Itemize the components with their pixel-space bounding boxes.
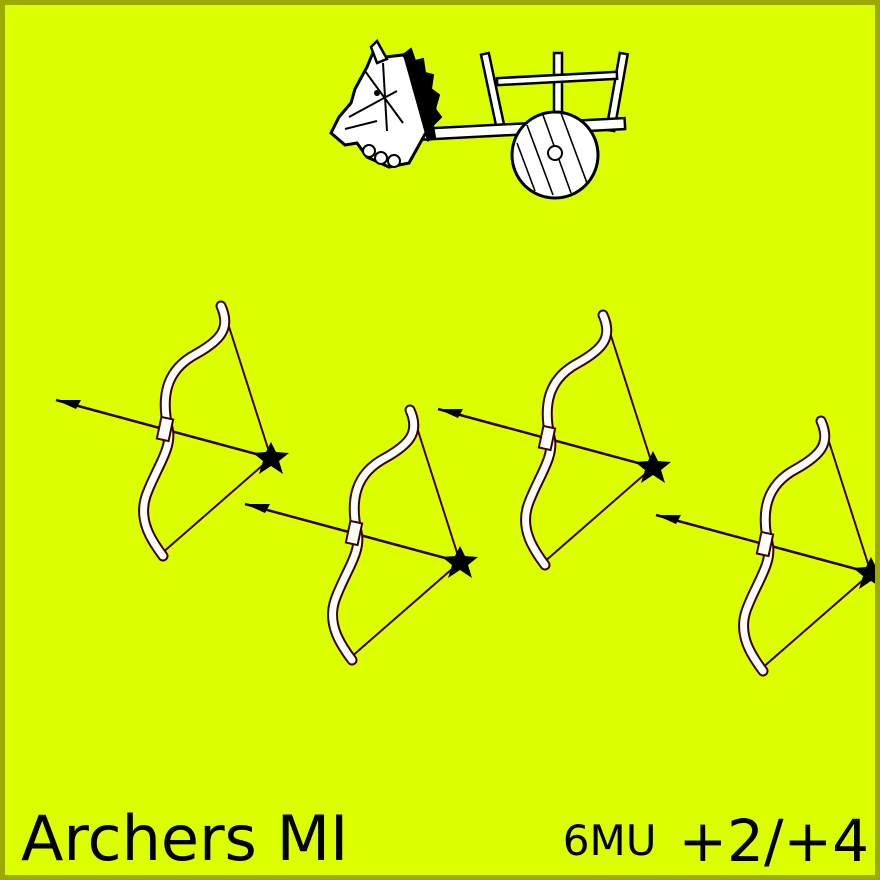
bow-and-arrow-icon: [245, 410, 478, 660]
unit-name: Archers MI: [21, 802, 349, 875]
unit-stats: 6MU +2/+4: [562, 805, 869, 875]
bow-and-arrow-icon: [438, 315, 671, 565]
unit-artwork: [5, 38, 880, 880]
combat-value: +2/+4: [678, 807, 869, 875]
bow-and-arrow-icon: [656, 421, 880, 671]
chariot-icon: [329, 38, 630, 200]
bow-and-arrow-icon: [56, 306, 289, 556]
movement-value: 6MU: [562, 816, 657, 865]
